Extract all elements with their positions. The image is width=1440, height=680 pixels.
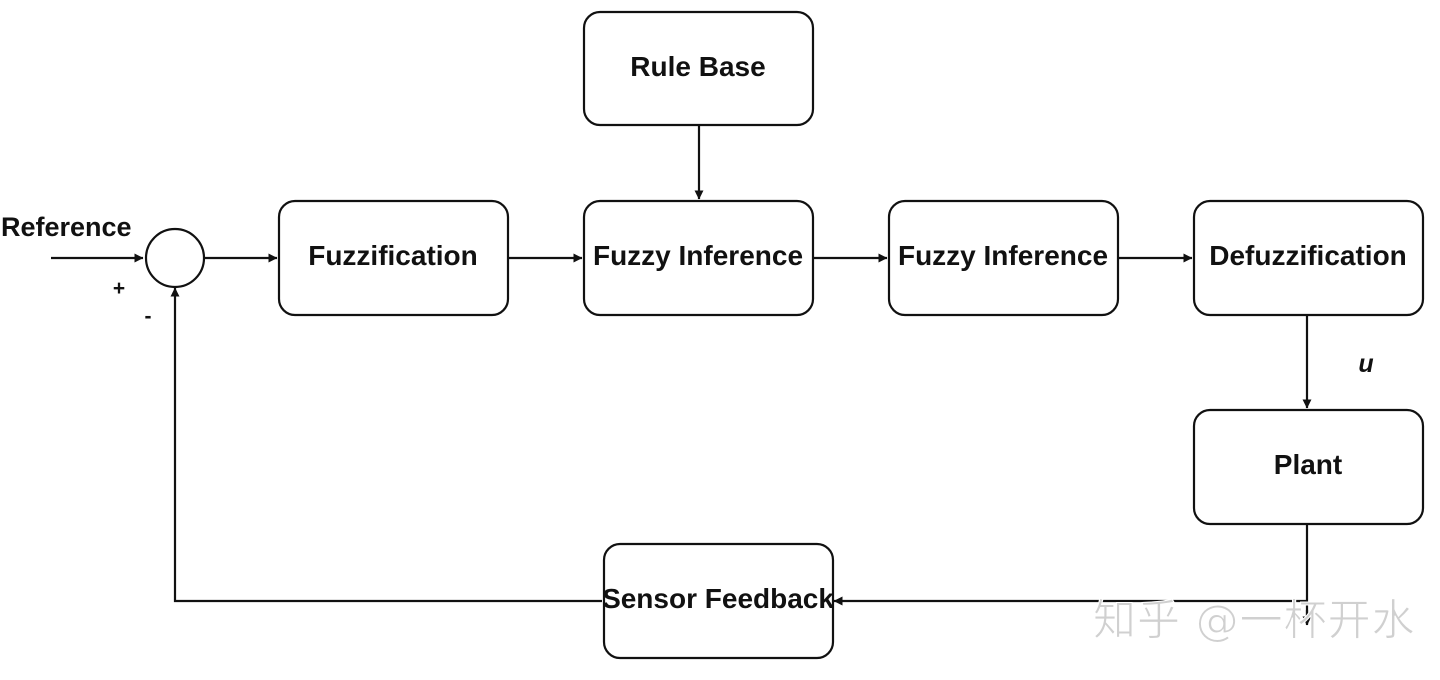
rule-base-label: Rule Base [630,51,765,82]
summing-junction [144,227,206,289]
fuzzy-inference-block-1 [582,199,815,317]
rule-base-block [582,10,815,127]
fuzzy-inference-label-1: Fuzzy Inference [593,240,803,271]
sensor-feedback-label: Sensor Feedback [602,583,834,614]
reference-label: Reference [1,212,132,242]
plant-block [1192,408,1425,526]
fuzzification-label: Fuzzification [308,240,478,271]
sensor-feedback-to-summing-arrow [170,287,602,603]
control-signal-label: u [1358,350,1373,378]
defuzzification-block [1192,199,1425,317]
minus-sign-label: - [145,305,152,328]
plus-sign-label: + [113,277,125,300]
plant-label: Plant [1274,449,1342,480]
watermark-text: 知乎 @一杯开水 [1093,596,1416,646]
fuzzification-block [277,199,510,317]
defuzzification-label: Defuzzification [1209,240,1407,271]
sensor-feedback-block [602,542,835,660]
fuzzy-inference-block-2 [887,199,1120,317]
fuzzy-inference-label-2: Fuzzy Inference [898,240,1108,271]
